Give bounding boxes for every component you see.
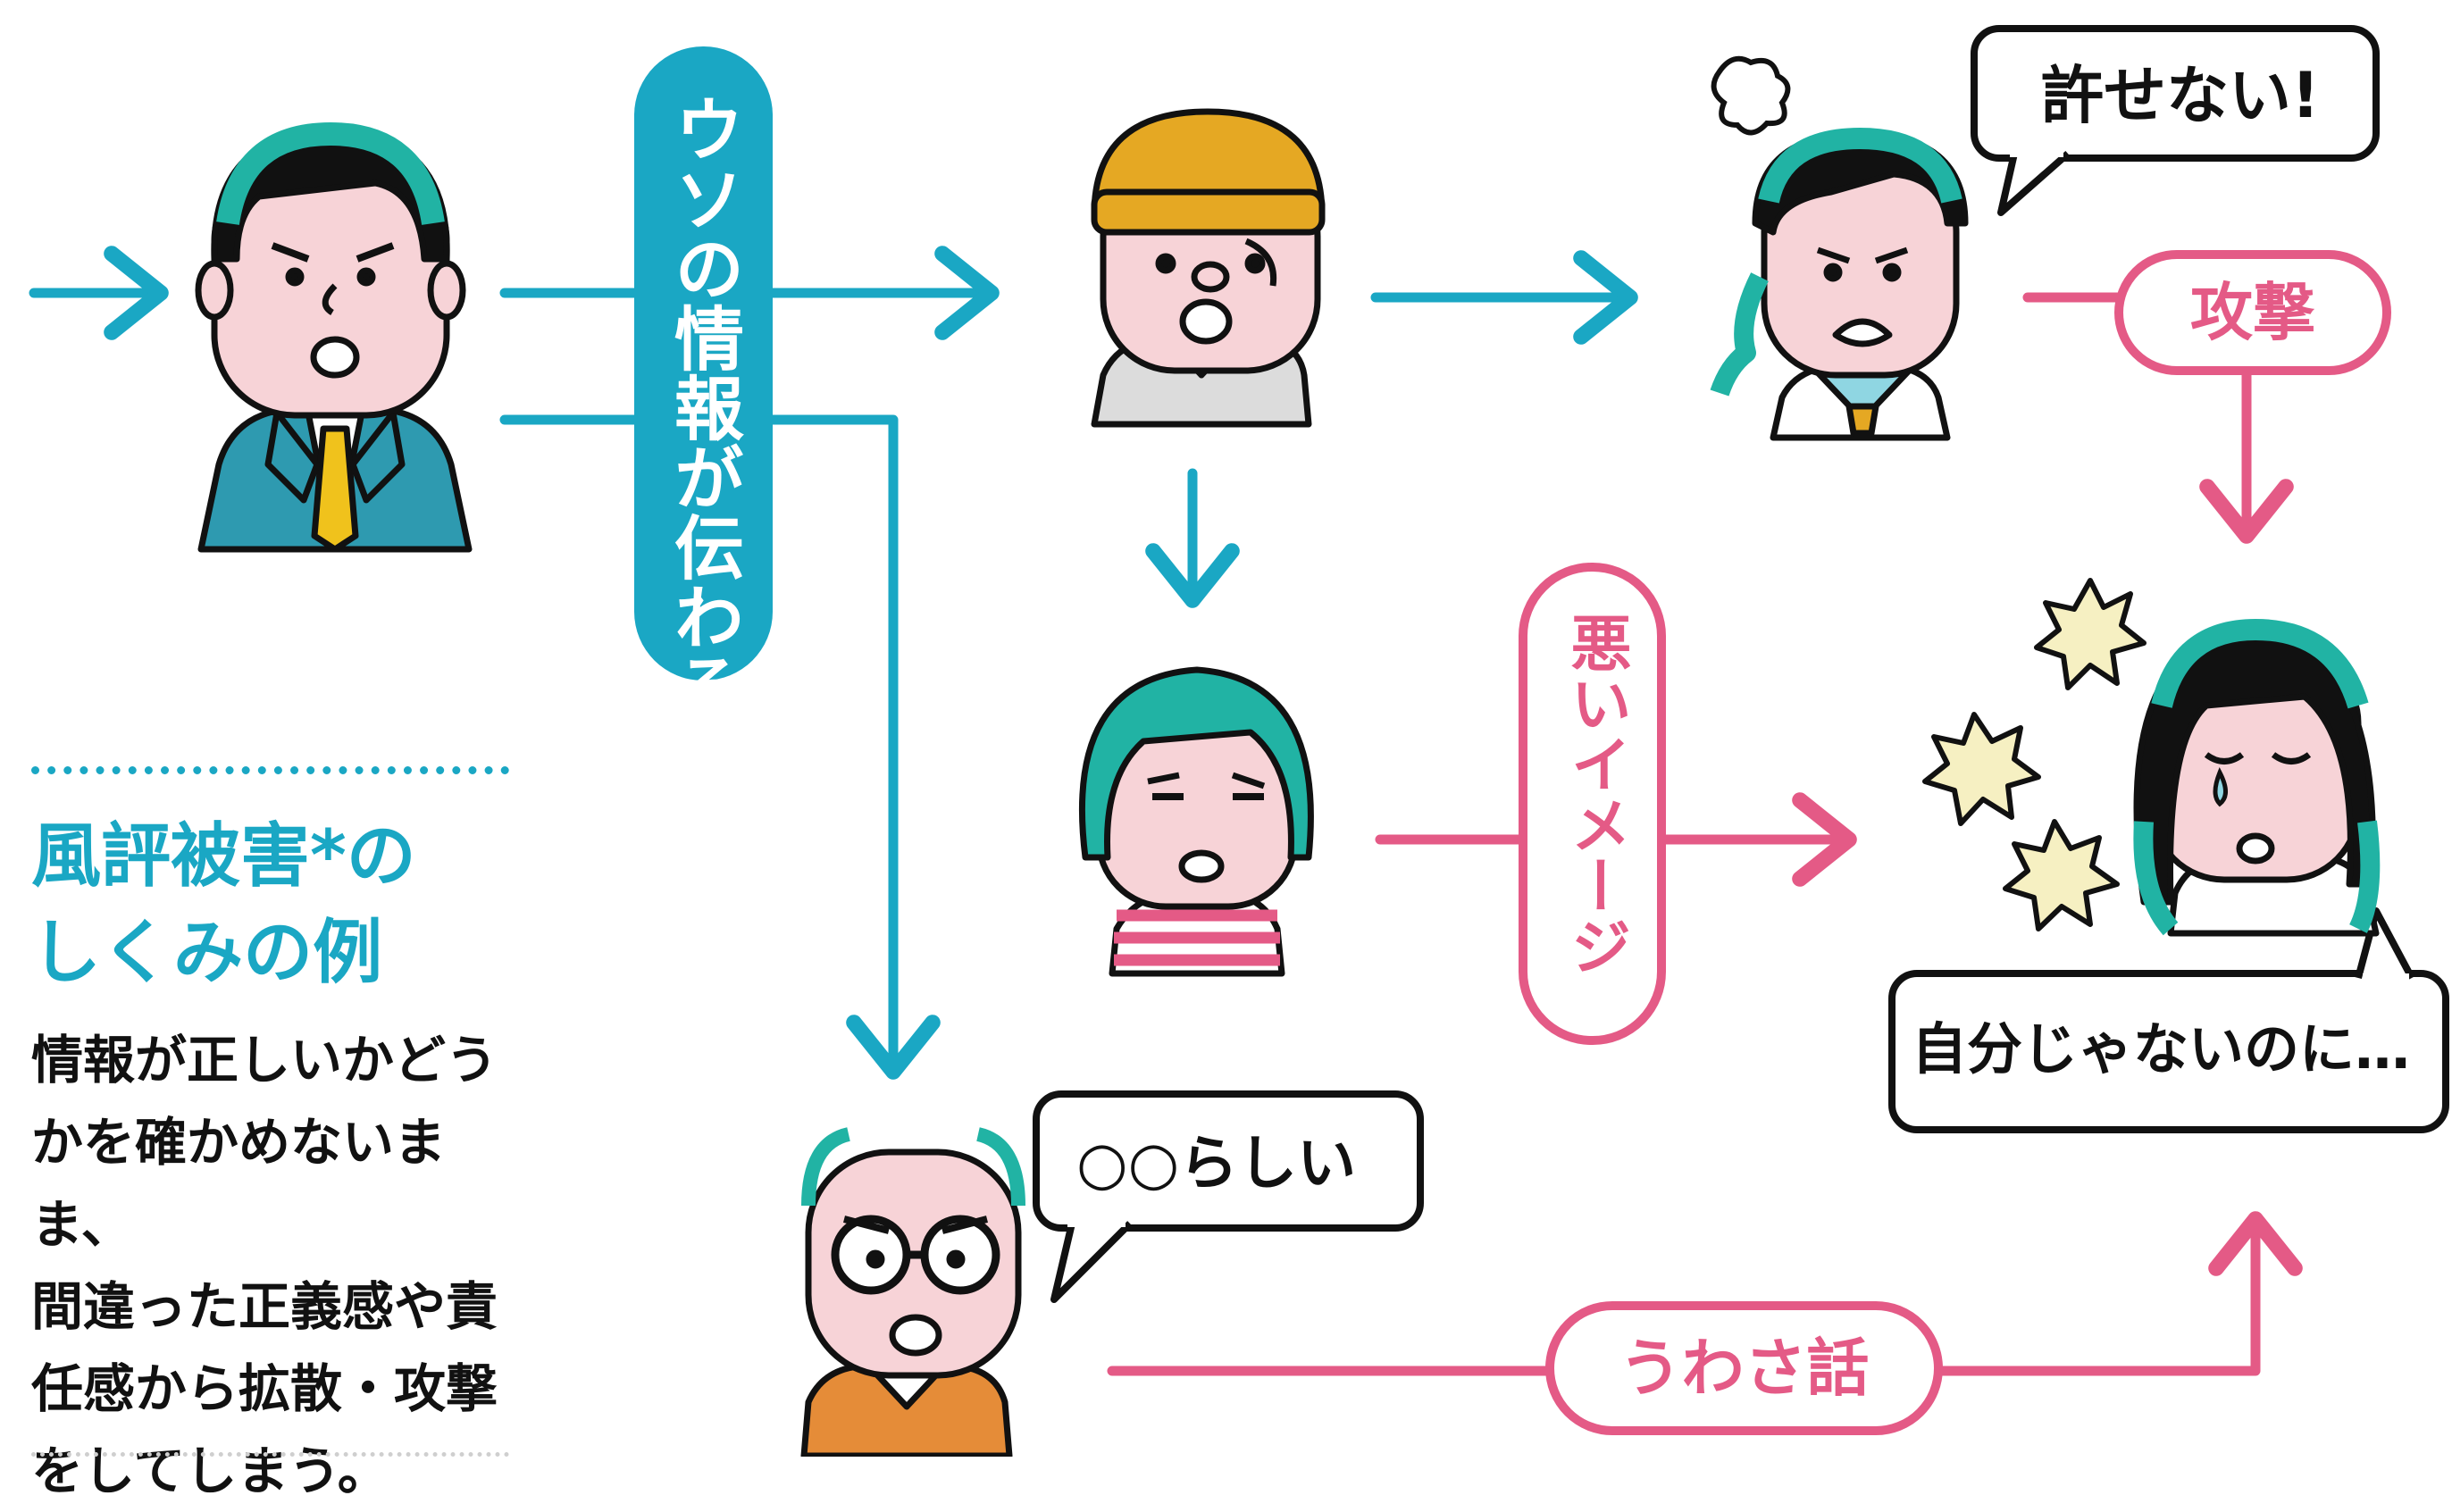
rumor-pill xyxy=(1545,1301,1943,1435)
sidebar-title-line2: しくみの例 xyxy=(31,913,383,993)
sidebar-body-line: かを確かめないまま、 xyxy=(31,1112,447,1255)
sidebar-bottom-rule xyxy=(31,1452,509,1457)
shock-burst-icon xyxy=(1922,578,2147,931)
sidebar-body-line: 間違った正義感や責 xyxy=(31,1276,498,1337)
flow-diagram xyxy=(29,25,2449,1457)
sidebar-top-rule xyxy=(31,766,509,774)
rumor-label: うわさ話 xyxy=(1619,1332,1870,1405)
bubble-angry-text: 許せない! xyxy=(2041,59,2320,132)
bubble-angry xyxy=(1971,25,2380,216)
bubble-rumor-text: ○○らしい xyxy=(1076,1129,1357,1198)
flow-label-pill xyxy=(634,46,773,681)
attack-label: 攻撃 xyxy=(2190,276,2315,349)
sidebar-body-line: 情報が正しいかどう xyxy=(31,1030,498,1090)
sidebar: 風評被害*の しくみの例 情報が正しいかどう かを確かめないまま、 間違った正義… xyxy=(31,808,531,1512)
old-man xyxy=(800,1127,1025,1457)
bad-image-label: 悪いイメージ xyxy=(1560,612,1630,976)
victim-woman xyxy=(2133,619,2381,937)
tear-icon xyxy=(2213,767,2228,807)
bob-girl xyxy=(1079,666,1314,977)
arrow-rumor xyxy=(1107,1211,2303,1376)
businessman xyxy=(195,122,473,553)
beanie-guy xyxy=(1091,108,1326,428)
sidebar-body-line: をしてしまう。 xyxy=(31,1441,389,1501)
braided-girl xyxy=(1710,128,1969,441)
sidebar-body: 情報が正しいかどう かを確かめないまま、 間違った正義感や責 任感から拡散・攻撃… xyxy=(31,1019,531,1512)
angry-puff-icon xyxy=(1711,55,1791,136)
bad-image-pill xyxy=(1519,563,1666,1045)
bubble-victim-text: 自分じゃないのに… xyxy=(1912,1016,2411,1082)
sidebar-body-line: 任感から拡散・攻撃 xyxy=(31,1358,498,1419)
flow-label: ウソの情報が伝わる xyxy=(663,94,743,721)
attack-pill xyxy=(2114,250,2391,375)
bubble-rumor-old xyxy=(1033,1090,1424,1303)
sidebar-title-line1: 風評被害*の xyxy=(31,816,416,897)
